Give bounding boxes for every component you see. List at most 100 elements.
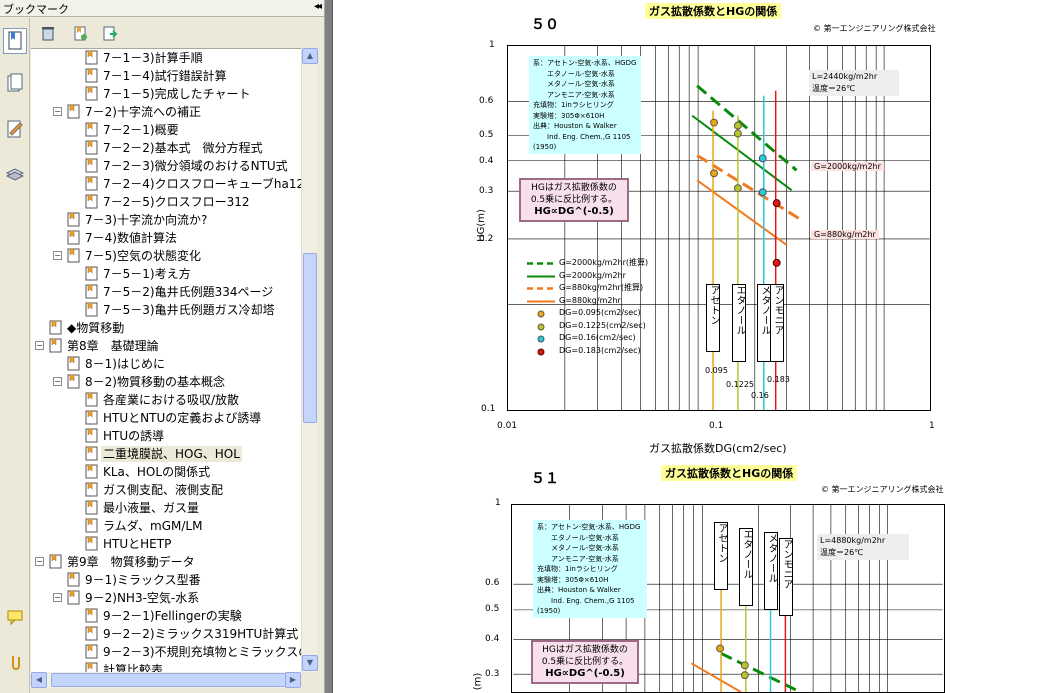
scroll-down-icon[interactable]: ▼ <box>302 655 318 671</box>
bookmark-label: 7－5－2)亀井氏例題334ページ <box>103 285 274 299</box>
bookmark-label: 9－2－1)Fellingerの実験 <box>103 609 242 623</box>
info-line: エタノール-空気-水系 <box>537 533 619 542</box>
bookmark-icon <box>85 140 98 155</box>
bookmark-icon <box>85 536 98 551</box>
bookmark-icon <box>67 590 80 605</box>
legend-text: G=880kg/m2hr(推算) <box>559 283 644 292</box>
y-tick: 0.5 <box>479 130 494 140</box>
legend-item: DG=0.095(cm2/sec) <box>527 307 648 320</box>
vertical-scroll-thumb[interactable] <box>303 253 317 423</box>
bookmark-label: 二重境膜説、HOG、HOL <box>101 446 242 462</box>
bookmark-horizontal-scrollbar[interactable]: ◀ ▶ <box>31 672 301 688</box>
note-line: HGはガス拡散係数の <box>542 645 628 655</box>
signatures-tab-icon[interactable] <box>3 116 27 142</box>
bookmark-icon <box>67 572 80 587</box>
panel-splitter[interactable] <box>324 0 333 693</box>
bookmark-label: ラムダ、mGM/LM <box>103 519 203 533</box>
info-line: 出典：Houston & Walker <box>533 122 617 130</box>
bookmark-icon <box>85 122 98 137</box>
delete-bookmark-icon[interactable] <box>36 21 60 45</box>
bookmark-label: 7－3)十字流か向流か? <box>85 213 208 227</box>
info-line: (1950) <box>537 607 561 615</box>
bookmark-label: 7－2－2)基本式 微分方程式 <box>103 141 263 155</box>
bookmark-label: 8－1)はじめに <box>85 357 165 371</box>
bookmark-label: 7－2)十字流への補正 <box>85 105 201 119</box>
collapse-toggle-icon[interactable]: − <box>53 251 62 260</box>
scroll-up-icon[interactable]: ▲ <box>302 48 318 64</box>
bookmark-icon <box>85 176 98 191</box>
note-line: 0.5乗に反比例する。 <box>541 657 629 667</box>
bookmark-icon <box>67 356 80 371</box>
bookmark-label: 7－1－5)完成したチャート <box>103 87 251 101</box>
substance-text: メタノール <box>759 285 770 335</box>
scroll-right-icon[interactable]: ▶ <box>285 672 301 688</box>
page-50: ５０ ガス拡散係数とHGの関係 © 第一エンジニアリング株式会社 1 0.6 0… <box>473 0 953 460</box>
note-formula: HG∝DG^(-0.5) <box>545 668 625 679</box>
bookmark-label: 7－2－3)微分領域のおけるNTU式 <box>103 159 288 173</box>
bookmarks-header: ブックマーク ◂◂ <box>0 0 324 17</box>
dg-value-label: 0.183 <box>767 375 790 384</box>
legend-item: DG=0.16(cm2/sec) <box>527 332 648 345</box>
collapse-panel-button[interactable]: ◂◂ <box>313 1 322 12</box>
bookmark-vertical-scrollbar[interactable]: ▲ ▼ <box>301 48 318 672</box>
bookmark-icon <box>85 86 98 101</box>
legend-text: G=2000kg/m2hr <box>559 270 626 280</box>
bookmark-label: 9－1)ミラックス型番 <box>85 573 201 587</box>
substance-text: メタノール <box>766 533 777 583</box>
bookmark-icon <box>85 284 98 299</box>
bookmark-icon <box>85 410 98 425</box>
bookmark-label: 第9章 物質移動データ <box>67 555 195 569</box>
collapse-toggle-icon[interactable]: − <box>53 107 62 116</box>
horizontal-scroll-thumb[interactable] <box>51 673 291 687</box>
y-tick: 0.6 <box>485 578 500 588</box>
hg-relation-note: HGはガス拡散係数の 0.5乗に反比例する。 HG∝DG^(-0.5) <box>531 640 639 684</box>
bookmark-label: 9－2)NH3-空気-水系 <box>85 591 200 605</box>
conditions-box: L=4880kg/m2hr 温度＝26℃ <box>817 534 909 560</box>
hg-relation-note: HGはガス拡散係数の 0.5乗に反比例する。 HG∝DG^(-0.5) <box>519 178 629 222</box>
x-tick: 1 <box>929 421 935 431</box>
legend-text: G=2000kg/m2hr(推算) <box>559 258 649 267</box>
bookmark-label: 各産業における吸収/放散 <box>103 393 240 407</box>
legend-item: G=880kg/m2hr(推算) <box>527 282 648 295</box>
collapse-toggle-icon[interactable]: − <box>35 557 44 566</box>
document-view[interactable]: ５０ ガス拡散係数とHGの関係 © 第一エンジニアリング株式会社 1 0.6 0… <box>333 0 1045 693</box>
legend-item: G=880kg/m2hr <box>527 295 648 308</box>
bookmark-label: ◆物質移動 <box>67 321 125 335</box>
bookmark-icon <box>85 662 98 672</box>
collapse-toggle-icon[interactable]: − <box>35 341 44 350</box>
attachments-tab-icon[interactable] <box>3 650 27 676</box>
condition-line: 温度＝26℃ <box>820 548 864 557</box>
bookmark-icon <box>85 500 98 515</box>
bookmark-icon <box>67 230 80 245</box>
info-line: 充填物：1inラシヒリング <box>537 565 618 573</box>
bookmark-label: 7－1－3)計算手順 <box>103 51 203 65</box>
pages-tab-icon[interactable] <box>3 70 27 96</box>
system-info-box: 系：アセトン-空気-水系、HGDG エタノール-空気-水系 メタノール-空気-水… <box>533 520 647 618</box>
substance-text: アセトン <box>708 285 719 325</box>
substance-label: アンモニア <box>770 284 784 362</box>
bookmark-options-icon[interactable] <box>98 21 122 45</box>
collapse-toggle-icon[interactable]: − <box>53 377 62 386</box>
legend-text: DG=0.183(cm2/sec) <box>559 345 641 355</box>
bookmark-icon <box>85 392 98 407</box>
condition-line: L=2440kg/m2hr <box>812 72 878 81</box>
y-tick: 0.6 <box>479 96 494 106</box>
legend-item: DG=0.183(cm2/sec) <box>527 345 648 358</box>
substance-label: アセトン <box>714 522 728 590</box>
legend-text: DG=0.1225(cm2/sec) <box>559 320 646 330</box>
substance-label: エタノール <box>732 284 746 362</box>
bookmarks-tab-icon[interactable] <box>3 28 27 54</box>
collapse-toggle-icon[interactable]: − <box>53 593 62 602</box>
scroll-left-icon[interactable]: ◀ <box>31 672 47 688</box>
substance-label: エタノール <box>739 528 753 606</box>
y-axis-label: (m) <box>472 672 484 691</box>
system-info-box: 系：アセトン-空気-水系、HGDG エタノール-空気-水系 メタノール-空気-水… <box>529 56 641 154</box>
y-tick: 1 <box>495 498 501 508</box>
info-line: メタノール-空気-水系 <box>537 544 619 552</box>
copyright: © 第一エンジニアリング株式会社 <box>813 24 936 33</box>
layers-tab-icon[interactable] <box>3 160 27 186</box>
new-bookmark-icon[interactable] <box>68 21 92 45</box>
dg-value-label: 0.16 <box>751 391 769 400</box>
comments-tab-icon[interactable] <box>3 604 27 630</box>
bookmark-icon <box>85 68 98 83</box>
